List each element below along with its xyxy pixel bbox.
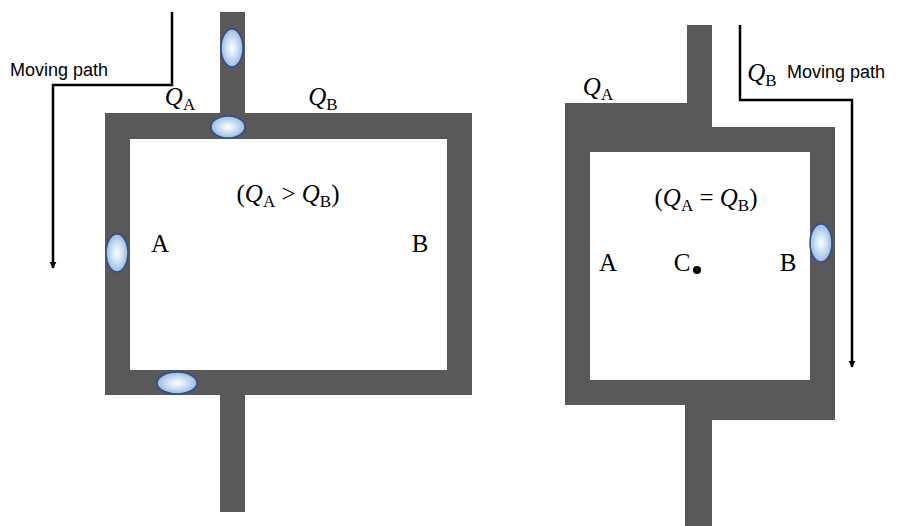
point-name: C xyxy=(674,250,691,275)
condition: (QA = QB) xyxy=(654,185,757,210)
droplet xyxy=(810,224,832,262)
flow-rate: QA xyxy=(583,74,613,99)
left-channel xyxy=(105,12,472,512)
branch-name: A xyxy=(599,250,617,275)
branch-name: B xyxy=(780,250,797,275)
path-label: Moving path xyxy=(10,61,108,79)
condition: (QA > QB) xyxy=(236,181,339,206)
branch-name: A xyxy=(151,231,169,256)
point-marker xyxy=(693,266,701,274)
flow-rate: QB xyxy=(747,60,776,85)
moving-path-arrow xyxy=(53,12,172,268)
path-label: Moving path xyxy=(787,63,885,81)
flow-rate: QB xyxy=(308,84,337,109)
branch-name: B xyxy=(412,231,429,256)
flow-rate: QA xyxy=(165,84,195,109)
